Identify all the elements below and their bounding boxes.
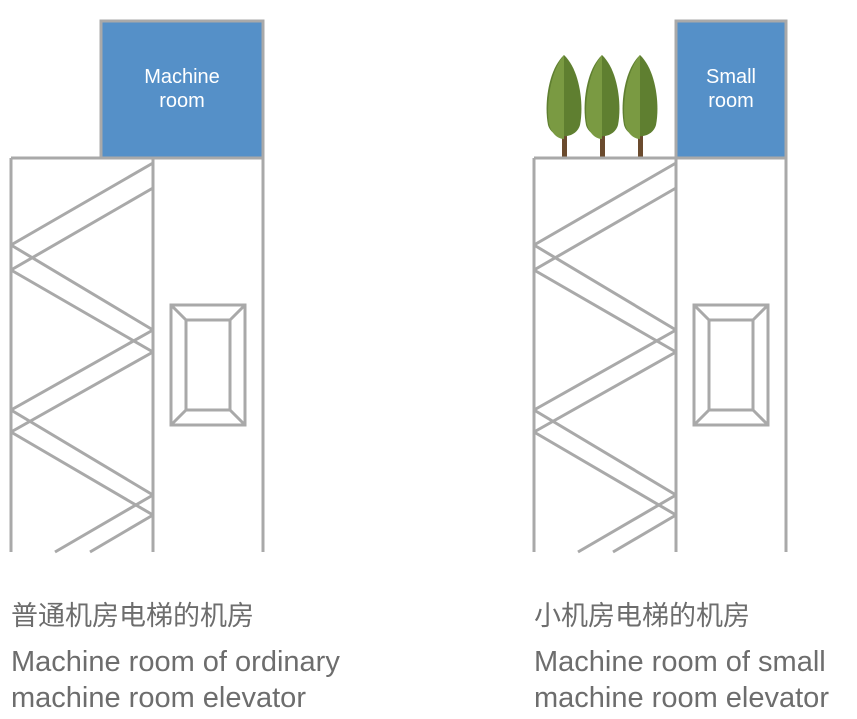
machine-room-label-line-1: Machine — [144, 66, 220, 88]
machine-room-label-line-2: room — [159, 90, 205, 112]
caption-small-en-line-1: Machine room of small — [534, 646, 826, 678]
caption-ordinary-en-line-1: Machine room of ordinary — [11, 646, 340, 678]
elevator-car-door — [692, 303, 770, 427]
elevator-car-door — [169, 303, 247, 427]
trees — [546, 55, 658, 158]
small-room-label-line-1: Small — [706, 66, 756, 88]
small-room-box — [674, 19, 788, 160]
elevator-shaft — [9, 156, 265, 552]
caption-ordinary-en-line-2: machine room elevator — [11, 682, 306, 714]
elevator-shaft — [532, 156, 788, 552]
tree-icon — [584, 55, 620, 158]
counterweight-truss — [10, 161, 154, 554]
small-room-label-line-2: room — [708, 90, 754, 112]
caption-ordinary-cn: 普通机房电梯的机房 — [11, 601, 254, 632]
machine-room-box — [99, 19, 265, 160]
caption-small-cn: 小机房电梯的机房 — [534, 601, 750, 632]
tree-icon — [546, 55, 582, 158]
counterweight-truss — [533, 161, 677, 554]
tree-icon — [622, 55, 658, 158]
panel-small: Small room — [532, 19, 788, 554]
panel-ordinary: Machine room — [9, 19, 265, 554]
caption-small-en-line-2: machine room elevator — [534, 682, 829, 714]
